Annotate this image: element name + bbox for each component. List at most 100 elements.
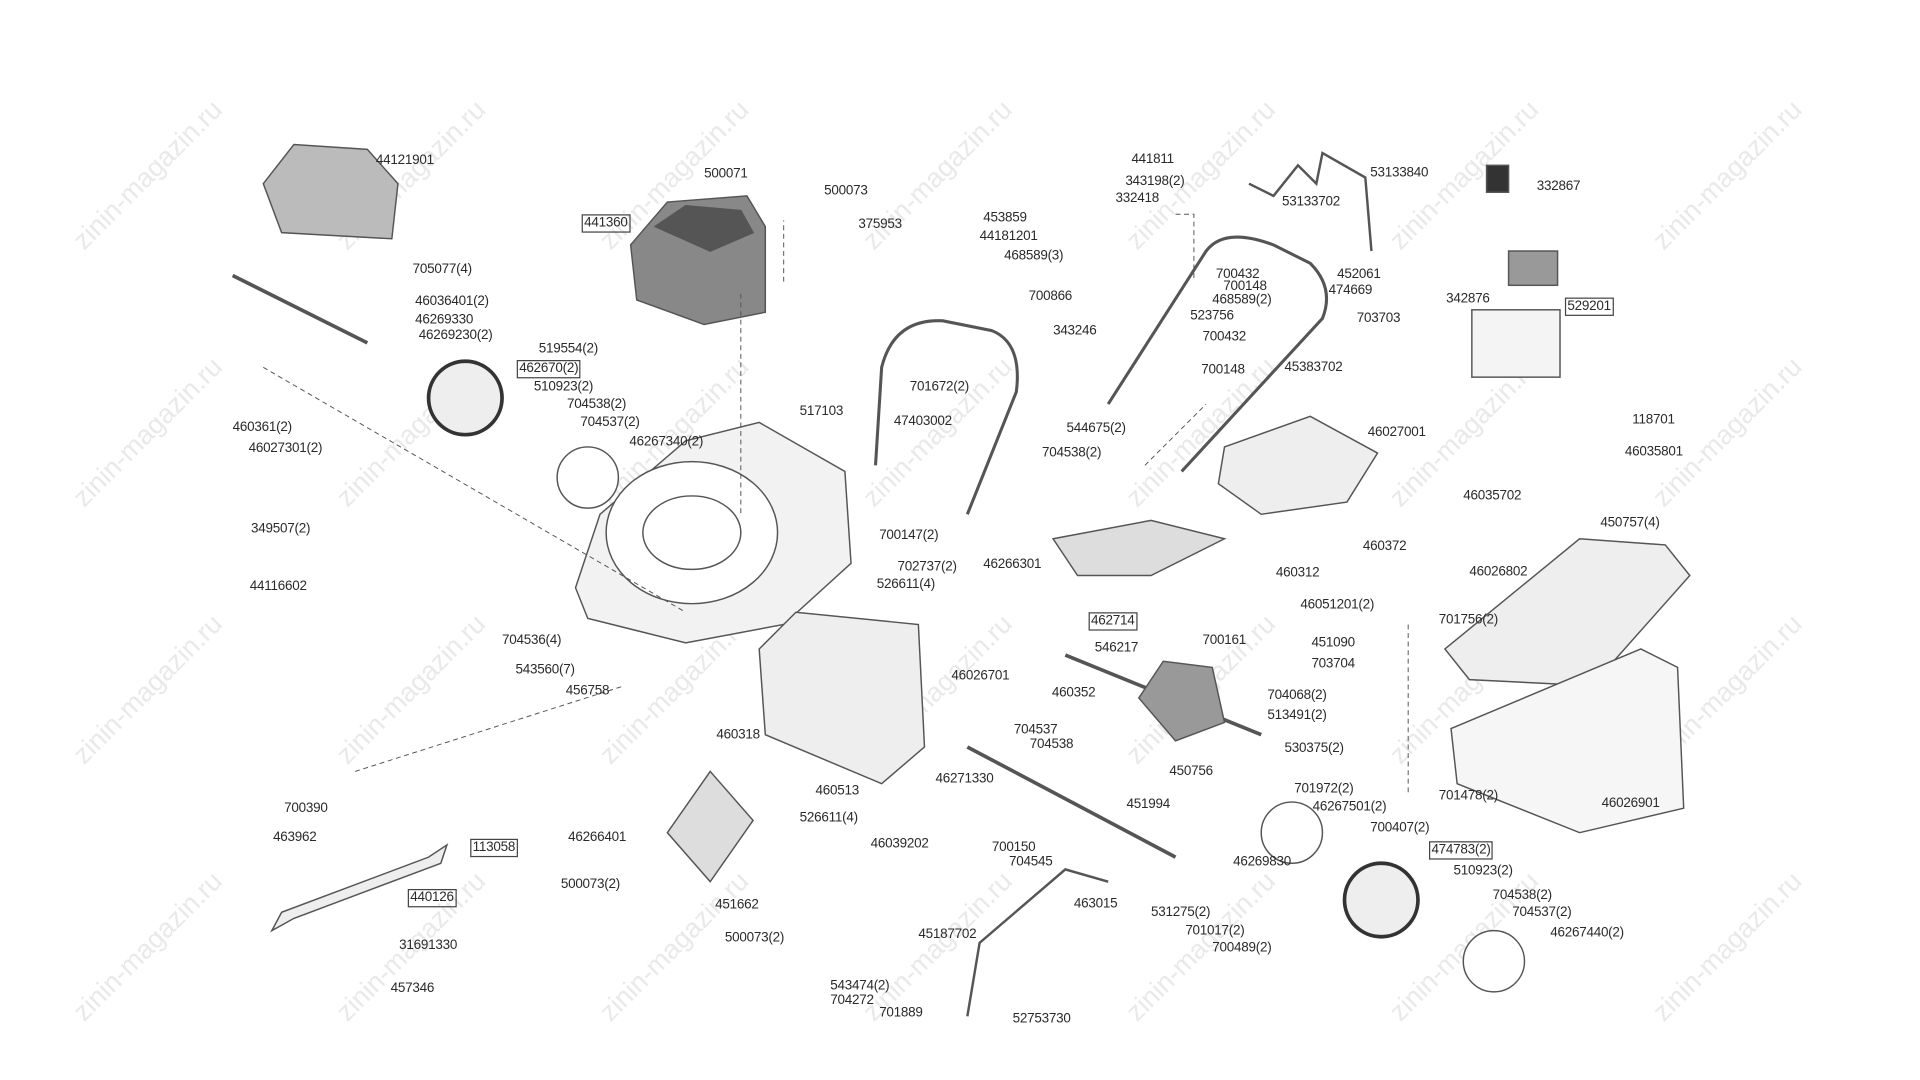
control-bar-part — [1248, 151, 1373, 252]
rear-axle-part — [966, 653, 1262, 859]
part-number-label: 44181201 — [979, 228, 1038, 244]
part-number-label: 700148 — [1201, 362, 1245, 378]
front-axle-part — [231, 273, 369, 345]
part-number-label: 701756(2) — [1438, 612, 1499, 627]
part-number-label: 46035801 — [1624, 444, 1683, 460]
part-number-label: 460513 — [815, 783, 860, 799]
part-number-label: 700161 — [1202, 633, 1246, 648]
part-number-label: 704538(2) — [1042, 445, 1102, 461]
rear-door-part — [758, 611, 926, 785]
part-number-label: 46267501(2) — [1312, 799, 1387, 815]
part-number-label: 701478(2) — [1438, 788, 1499, 804]
part-number-label: 462670(2) — [516, 360, 581, 379]
hubcap-part — [556, 446, 620, 509]
part-number-label: 452061 — [1337, 266, 1381, 282]
lower-handle-part — [873, 319, 1019, 515]
part-number-label: 526611(4) — [876, 576, 935, 592]
part-number-label: 468589(2) — [1212, 292, 1272, 308]
part-number-label: 46039202 — [870, 836, 929, 852]
part-number-label: 46271330 — [935, 771, 994, 787]
upper-handle-part — [1106, 235, 1329, 473]
assembly-lines — [263, 213, 1409, 796]
part-number-label: 44116602 — [249, 579, 307, 594]
part-number-label: 46266301 — [983, 557, 1042, 572]
part-number-label: 704538(2) — [566, 396, 627, 412]
part-number-label: 53133702 — [1282, 194, 1341, 210]
part-number-label: 343246 — [1053, 323, 1097, 338]
part-number-label: 460312 — [1275, 565, 1320, 581]
drive-rod-part — [966, 868, 1109, 1017]
part-number-label: 704545 — [1008, 854, 1053, 870]
part-number-label: 704537(2) — [1512, 904, 1572, 920]
part-number-label: 113058 — [470, 838, 518, 858]
part-number-label: 546217 — [1094, 640, 1139, 656]
part-number-label: 463962 — [273, 830, 317, 845]
part-number-label: 52753730 — [1012, 1011, 1071, 1027]
front-wheel-part — [426, 359, 504, 437]
part-number-label: 46269830 — [1233, 854, 1292, 870]
part-number-label: 700147(2) — [879, 527, 939, 543]
part-number-label: 349507(2) — [251, 521, 311, 537]
gearbox-part — [1137, 660, 1226, 742]
part-number-label: 460318 — [716, 727, 760, 743]
part-number-label: 700150 — [991, 840, 1036, 855]
grass-bag-top-part — [1443, 538, 1691, 687]
part-number-label: 517103 — [799, 404, 844, 419]
part-number-label: 519554(2) — [538, 341, 598, 357]
part-number-label: 530375(2) — [1284, 740, 1344, 756]
part-number-label: 375953 — [858, 216, 902, 232]
part-number-label: 510923(2) — [533, 379, 594, 395]
part-number-label: 460352 — [1051, 685, 1096, 701]
part-number-label: 451662 — [715, 897, 759, 913]
mower-deck-part — [574, 421, 852, 644]
part-number-label: 700866 — [1028, 288, 1073, 304]
part-number-label: 704537 — [1013, 722, 1058, 738]
charger-part — [1485, 164, 1510, 193]
part-number-label: 700390 — [284, 800, 328, 816]
part-number-label: 453859 — [983, 210, 1027, 226]
part-number-label: 46026802 — [1469, 564, 1528, 580]
part-number-label: 332418 — [1115, 191, 1160, 206]
part-number-label: 450757(4) — [1600, 515, 1660, 531]
part-number-label: 702737(2) — [897, 559, 957, 575]
part-number-label: 53133840 — [1370, 165, 1429, 181]
rear-wheel-part — [1342, 861, 1420, 939]
part-number-label: 474783(2) — [1428, 841, 1494, 860]
part-number-label: 704537(2) — [580, 415, 640, 430]
part-number-label: 46267340(2) — [629, 434, 704, 450]
part-number-label: 451090 — [1311, 635, 1355, 651]
part-number-label: 523756 — [1190, 308, 1234, 324]
part-number-label: 441811 — [1131, 151, 1174, 167]
part-number-label: 704536(4) — [502, 633, 562, 648]
part-number-label: 500071 — [704, 166, 748, 182]
part-number-label: 46267440(2) — [1550, 925, 1624, 941]
part-number-label: 46269330 — [415, 312, 474, 327]
part-number-label: 463015 — [1073, 896, 1118, 912]
part-number-label: 701889 — [879, 1005, 923, 1021]
part-number-label: 440126 — [407, 888, 457, 908]
part-number-label: 704272 — [830, 993, 874, 1008]
part-number-label: 45187702 — [918, 926, 977, 942]
part-number-label: 513491(2) — [1267, 707, 1327, 723]
part-number-label: 500073(2) — [724, 930, 785, 946]
part-number-label: 468589(3) — [1004, 248, 1064, 264]
part-number-label: 46027001 — [1367, 424, 1426, 440]
engine-part — [629, 195, 767, 326]
rear-guard-part — [1217, 415, 1379, 516]
part-number-label: 462714 — [1088, 612, 1137, 631]
part-number-label: 543474(2) — [830, 978, 890, 994]
part-number-label: 31691330 — [399, 937, 458, 953]
part-number-label: 703704 — [1311, 656, 1355, 672]
part-number-label: 451994 — [1126, 797, 1171, 812]
part-number-label: 526611(4) — [799, 810, 858, 826]
part-number-label: 457346 — [390, 980, 435, 996]
grass-bag-part — [1450, 648, 1685, 834]
part-number-label: 456758 — [565, 683, 610, 698]
part-number-label: 342876 — [1446, 291, 1490, 307]
part-number-label: 700489(2) — [1212, 940, 1272, 956]
part-number-label: 544675(2) — [1066, 421, 1126, 436]
battery-part — [1471, 309, 1561, 378]
part-number-label: 500073 — [824, 183, 868, 199]
